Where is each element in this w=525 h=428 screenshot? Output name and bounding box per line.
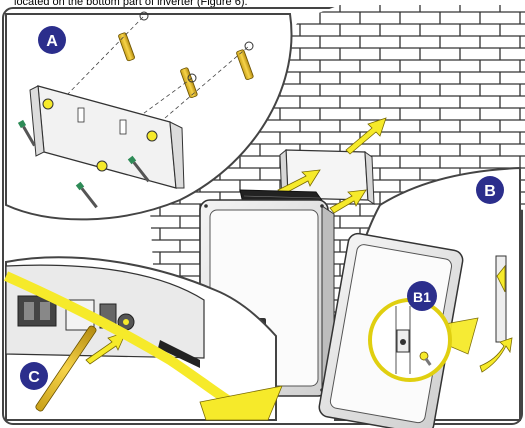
badge-a-label: A — [46, 33, 58, 50]
figure-caption: located on the bottom part of inverter (… — [14, 0, 248, 8]
mounting-bracket — [29, 85, 185, 189]
drill-hole — [139, 11, 149, 21]
screw — [17, 119, 36, 147]
arrow-up — [329, 189, 367, 214]
washer — [42, 98, 54, 110]
badge-a: A — [38, 26, 66, 54]
arrow-up — [345, 117, 387, 155]
wall-plug — [118, 32, 135, 62]
washer — [146, 130, 158, 142]
badge-b1: B1 — [407, 281, 437, 311]
washer — [96, 160, 108, 172]
wall-plug — [236, 49, 254, 81]
badge-b1-label: B1 — [413, 289, 431, 305]
badge-c-label: C — [28, 369, 40, 386]
badge-c: C — [20, 362, 48, 390]
ground-rod — [35, 325, 97, 412]
screw — [75, 181, 98, 209]
callout-arc — [3, 271, 243, 413]
badge-b-label: B — [484, 183, 496, 200]
screw — [127, 155, 150, 183]
wall-plug — [180, 67, 198, 99]
badge-b: B — [476, 176, 504, 204]
screw — [419, 351, 432, 366]
drill-hole — [244, 41, 254, 51]
panel-a-detail — [5, 11, 293, 221]
drill-hole — [187, 73, 197, 83]
callout-pointer — [199, 385, 283, 421]
